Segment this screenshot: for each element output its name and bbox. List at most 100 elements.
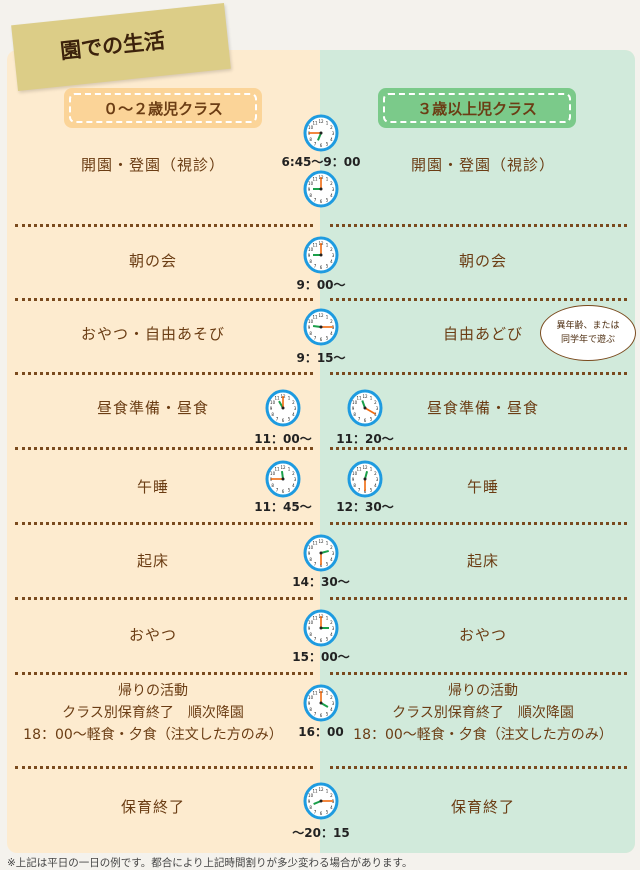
svg-text:1: 1	[326, 177, 329, 182]
svg-text:4: 4	[330, 632, 333, 637]
time-label: 11：20～	[336, 432, 394, 446]
svg-text:8: 8	[309, 557, 312, 562]
svg-text:10: 10	[270, 400, 276, 405]
svg-text:7: 7	[314, 197, 317, 202]
svg-text:6: 6	[364, 489, 367, 494]
svg-text:10: 10	[308, 247, 314, 252]
svg-text:7: 7	[314, 711, 317, 716]
time-label: 16：00	[298, 725, 344, 739]
svg-text:1: 1	[326, 121, 329, 126]
svg-text:7: 7	[314, 636, 317, 641]
svg-text:1: 1	[326, 789, 329, 794]
svg-text:4: 4	[330, 331, 333, 336]
svg-text:11: 11	[312, 315, 318, 320]
row-right-text: 自由あどび	[442, 325, 523, 343]
svg-text:2: 2	[330, 545, 333, 550]
svg-text:7: 7	[276, 487, 279, 492]
svg-text:4: 4	[330, 707, 333, 712]
svg-text:4: 4	[292, 412, 295, 417]
svg-text:6: 6	[320, 199, 323, 204]
svg-text:6: 6	[320, 563, 323, 568]
svg-text:4: 4	[330, 805, 333, 810]
footnote: ※上記は平日の一日の例です。都合により上記時間割りが多少変わる場合があります。	[7, 857, 413, 869]
svg-text:4: 4	[374, 412, 377, 417]
svg-text:3: 3	[294, 477, 297, 482]
svg-text:1: 1	[288, 396, 291, 401]
svg-text:4: 4	[330, 557, 333, 562]
svg-text:10: 10	[308, 695, 314, 700]
svg-text:10: 10	[270, 471, 276, 476]
svg-text:9: 9	[308, 799, 311, 804]
dotted-divider	[15, 298, 313, 301]
row-left-text: 開園・登園（視診）	[80, 156, 225, 174]
svg-text:8: 8	[309, 707, 312, 712]
svg-text:10: 10	[352, 471, 358, 476]
svg-text:7: 7	[276, 416, 279, 421]
svg-text:10: 10	[308, 125, 314, 130]
svg-text:10: 10	[352, 400, 358, 405]
svg-text:11: 11	[274, 467, 280, 472]
svg-text:4: 4	[374, 483, 377, 488]
svg-text:1: 1	[326, 315, 329, 320]
svg-text:5: 5	[326, 141, 329, 146]
svg-text:11: 11	[312, 691, 318, 696]
svg-text:1: 1	[370, 396, 373, 401]
svg-text:1: 1	[326, 541, 329, 546]
svg-text:2: 2	[330, 125, 333, 130]
svg-text:5: 5	[370, 487, 373, 492]
svg-text:8: 8	[309, 259, 312, 264]
svg-text:5: 5	[326, 711, 329, 716]
dotted-divider	[15, 372, 313, 375]
svg-text:2: 2	[374, 400, 377, 405]
svg-text:1: 1	[326, 691, 329, 696]
bubble-text: 異年齢、または 同学年で遊ぶ	[556, 321, 620, 345]
svg-text:5: 5	[288, 416, 291, 421]
svg-text:4: 4	[330, 259, 333, 264]
row-left-text: 起床	[136, 552, 169, 570]
svg-text:10: 10	[308, 181, 314, 186]
svg-text:9: 9	[308, 253, 311, 258]
svg-text:7: 7	[314, 809, 317, 814]
svg-text:2: 2	[330, 620, 333, 625]
row-left-text: 朝の会	[128, 252, 177, 270]
svg-text:5: 5	[326, 561, 329, 566]
svg-text:6: 6	[282, 489, 285, 494]
svg-text:12: 12	[318, 787, 324, 792]
svg-text:3: 3	[332, 253, 335, 258]
svg-text:9: 9	[308, 187, 311, 192]
svg-text:5: 5	[326, 636, 329, 641]
svg-text:3: 3	[332, 701, 335, 706]
svg-text:11: 11	[312, 541, 318, 546]
row-left-text: 午睡	[136, 478, 169, 496]
time-label: 12：30～	[336, 500, 394, 514]
time-label: 11：45～	[254, 500, 312, 514]
dotted-divider	[330, 766, 627, 769]
svg-text:7: 7	[314, 141, 317, 146]
svg-text:3: 3	[332, 131, 335, 136]
svg-text:11: 11	[312, 616, 318, 621]
dotted-divider	[330, 372, 627, 375]
row-right-text: 昼食準備・昼食	[426, 399, 539, 417]
svg-text:3: 3	[294, 406, 297, 411]
row-left-text: 保育終了	[120, 798, 185, 816]
svg-text:1: 1	[326, 616, 329, 621]
dotted-divider	[15, 447, 313, 450]
svg-text:12: 12	[362, 394, 368, 399]
svg-text:3: 3	[376, 406, 379, 411]
svg-text:5: 5	[288, 487, 291, 492]
svg-text:3: 3	[332, 626, 335, 631]
svg-text:10: 10	[308, 545, 314, 550]
svg-text:11: 11	[312, 243, 318, 248]
svg-text:5: 5	[326, 263, 329, 268]
row-right-text: 起床	[466, 552, 499, 570]
svg-text:10: 10	[308, 620, 314, 625]
svg-text:7: 7	[358, 487, 361, 492]
svg-text:2: 2	[374, 471, 377, 476]
svg-text:4: 4	[330, 193, 333, 198]
